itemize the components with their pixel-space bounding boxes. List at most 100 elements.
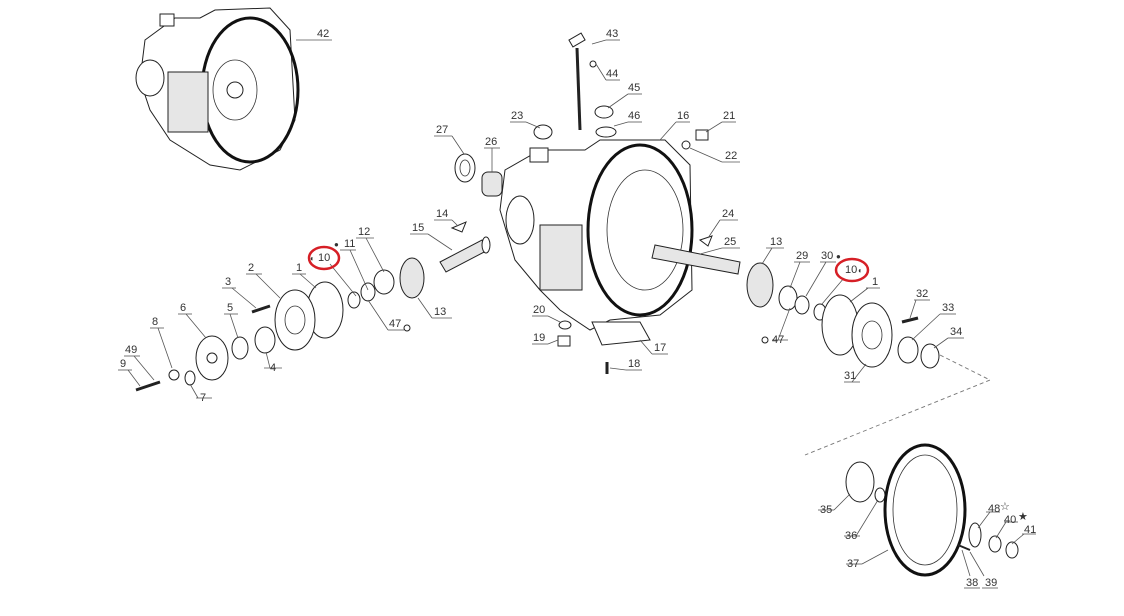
callout-41: 41 bbox=[1011, 524, 1036, 545]
callout-9: 9 bbox=[118, 358, 141, 387]
svg-text:46: 46 bbox=[628, 110, 640, 122]
callout-2: 2 bbox=[246, 262, 281, 299]
left-gear-drawing bbox=[347, 257, 425, 309]
callout-34: 34 bbox=[933, 326, 964, 349]
svg-text:29: 29 bbox=[796, 250, 808, 262]
svg-text:◐: ◐ bbox=[310, 254, 315, 263]
svg-text:44: 44 bbox=[606, 68, 618, 80]
callout-10-right: 10◐ bbox=[821, 264, 863, 305]
svg-text:3: 3 bbox=[225, 276, 231, 288]
drain-plug-drawing bbox=[557, 320, 572, 347]
callout-45: 45 bbox=[607, 82, 642, 109]
dipstick-drawing bbox=[568, 32, 597, 131]
svg-text:45: 45 bbox=[628, 82, 640, 94]
callout-24: 24 bbox=[707, 208, 738, 239]
callout-42: 42 bbox=[296, 28, 332, 41]
seal-34-drawing bbox=[920, 343, 940, 369]
callout-44: 44 bbox=[595, 63, 620, 81]
central-housing-drawing bbox=[499, 139, 694, 346]
callout-47-left: 47 bbox=[367, 299, 404, 331]
svg-text:7: 7 bbox=[200, 392, 206, 404]
svg-text:9: 9 bbox=[120, 358, 126, 370]
svg-text:34: 34 bbox=[950, 326, 962, 338]
guide-dash-line bbox=[804, 354, 992, 456]
left-flange-drawing bbox=[274, 281, 344, 351]
svg-text:20: 20 bbox=[533, 304, 545, 316]
callouts: 42 43 44 45 46 23 16 21 22 27 26 14 15 2… bbox=[118, 28, 1036, 589]
svg-text:13: 13 bbox=[770, 236, 782, 248]
callout-43: 43 bbox=[591, 28, 620, 45]
svg-text:10: 10 bbox=[318, 252, 330, 264]
callout-36: 36 bbox=[844, 499, 879, 542]
callout-38: 38 bbox=[961, 549, 980, 589]
svg-text:42: 42 bbox=[317, 28, 329, 40]
callout-8: 8 bbox=[150, 316, 173, 369]
svg-text:39: 39 bbox=[985, 577, 997, 589]
bearing-33-drawing bbox=[897, 336, 919, 364]
svg-text:26: 26 bbox=[485, 136, 497, 148]
plug-drawing bbox=[533, 124, 553, 140]
svg-text:36: 36 bbox=[845, 530, 857, 542]
callout-37: 37 bbox=[846, 549, 889, 570]
callout-15: 15 bbox=[410, 222, 453, 251]
callout-40: 40★ bbox=[995, 511, 1028, 539]
svg-text:38: 38 bbox=[966, 577, 978, 589]
svg-text:30: 30 bbox=[821, 250, 833, 262]
bolt-32-drawing bbox=[901, 316, 919, 324]
callout-26: 26 bbox=[484, 136, 500, 172]
svg-text:27: 27 bbox=[436, 124, 448, 136]
svg-text:2: 2 bbox=[248, 262, 254, 274]
callout-27: 27 bbox=[434, 124, 465, 155]
svg-text:☆: ☆ bbox=[1000, 501, 1010, 513]
svg-text:40: 40 bbox=[1004, 514, 1016, 526]
svg-text:5: 5 bbox=[227, 302, 233, 314]
svg-text:15: 15 bbox=[412, 222, 424, 234]
svg-text:11: 11 bbox=[344, 238, 355, 250]
svg-text:37: 37 bbox=[847, 558, 859, 570]
svg-text:◐: ◐ bbox=[858, 266, 863, 275]
svg-text:31: 31 bbox=[844, 370, 856, 382]
key-24-drawing bbox=[698, 235, 713, 247]
callout-1-left: 1 bbox=[292, 262, 317, 289]
svg-text:33: 33 bbox=[942, 302, 954, 314]
svg-text:19: 19 bbox=[533, 332, 545, 344]
callout-30: 30● bbox=[805, 250, 841, 297]
svg-text:16: 16 bbox=[677, 110, 689, 122]
right-shaft-drawing bbox=[651, 244, 741, 275]
callout-22: 22 bbox=[689, 147, 740, 163]
callout-11: 11 ● bbox=[334, 238, 369, 291]
callout-4: 4 bbox=[264, 351, 282, 374]
svg-text:43: 43 bbox=[606, 28, 618, 40]
callout-19: 19 bbox=[532, 332, 559, 345]
svg-text:21: 21 bbox=[723, 110, 735, 122]
svg-text:47: 47 bbox=[772, 334, 784, 346]
callout-7: 7 bbox=[189, 383, 212, 404]
callout-33: 33 bbox=[911, 302, 956, 341]
svg-text:●: ● bbox=[334, 240, 339, 249]
breather-drawing bbox=[681, 129, 709, 150]
callout-49: 49 bbox=[124, 344, 155, 381]
callout-14: 14 bbox=[434, 208, 459, 227]
callout-31: 31 bbox=[844, 363, 867, 383]
callout-46: 46 bbox=[613, 110, 642, 127]
oring-47-right-drawing bbox=[761, 336, 769, 344]
svg-text:1: 1 bbox=[296, 262, 302, 274]
svg-text:12: 12 bbox=[358, 226, 370, 238]
callout-47-right: 47 bbox=[772, 307, 791, 346]
callout-3: 3 bbox=[222, 276, 257, 309]
callout-29: 29 bbox=[789, 250, 810, 289]
callout-1-right: 1 bbox=[849, 276, 880, 303]
svg-text:13: 13 bbox=[434, 306, 446, 318]
callout-35: 35 bbox=[818, 493, 851, 516]
svg-text:4: 4 bbox=[270, 362, 276, 374]
svg-text:●: ● bbox=[836, 252, 841, 261]
right-gear-drawing bbox=[746, 262, 827, 321]
callout-10-left: 10◐ bbox=[310, 252, 357, 297]
pulley-group-drawing bbox=[845, 443, 1019, 577]
svg-text:22: 22 bbox=[725, 150, 737, 162]
highlight-ring-10-left bbox=[307, 245, 341, 271]
callout-39: 39 bbox=[969, 551, 998, 589]
svg-text:32: 32 bbox=[916, 288, 928, 300]
bolt-3-drawing bbox=[251, 304, 271, 314]
